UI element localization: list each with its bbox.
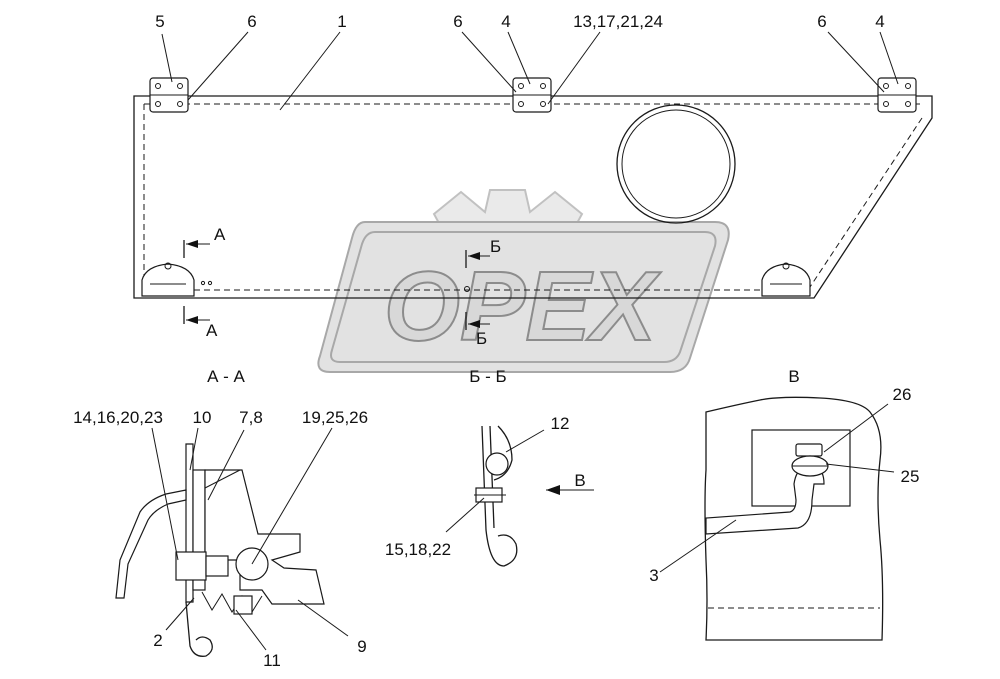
callout-labels: 5 6 1 6 4 13,17,21,24 6 4 A A Б Б А - А … <box>73 12 919 670</box>
view-title-v: В <box>788 367 799 386</box>
callout-19-25-26: 19,25,26 <box>302 408 368 427</box>
watermark-logo: OPEX <box>317 189 730 373</box>
callout-6-middle: 6 <box>453 12 462 31</box>
callout-12: 12 <box>551 414 570 433</box>
main-leaders <box>161 31 899 111</box>
section-mark-a-bottom: A <box>206 321 218 340</box>
view-arrow-label-v: В <box>574 471 585 490</box>
center-fastener <box>464 286 470 292</box>
callout-5: 5 <box>155 12 164 31</box>
callout-11: 11 <box>263 651 281 670</box>
callout-15-18-22: 15,18,22 <box>385 540 451 559</box>
hinge-right <box>877 77 917 113</box>
callout-6-right: 6 <box>817 12 826 31</box>
section-cut-b <box>465 250 490 330</box>
hinge-middle <box>512 77 552 113</box>
callout-4-middle: 4 <box>501 12 510 31</box>
main-view <box>133 31 933 330</box>
latch-right <box>761 262 811 297</box>
section-view-b-b <box>445 425 594 567</box>
panel-outline <box>133 95 933 299</box>
section-mark-b-bottom: Б <box>476 329 487 348</box>
view-title-b-b: Б - Б <box>469 367 506 386</box>
callout-7-8: 7,8 <box>239 408 263 427</box>
callout-1: 1 <box>337 12 346 31</box>
callout-4-right: 4 <box>875 12 884 31</box>
section-view-a-a <box>115 427 349 657</box>
round-opening <box>616 104 736 224</box>
callout-3: 3 <box>649 566 658 585</box>
callout-10: 10 <box>193 408 212 427</box>
hinge-left <box>149 77 189 113</box>
callout-25: 25 <box>901 467 920 486</box>
watermark-text: OPEX <box>384 251 662 361</box>
callout-9: 9 <box>357 637 366 656</box>
callout-13-17-21-24: 13,17,21,24 <box>573 12 663 31</box>
callout-26: 26 <box>893 385 912 404</box>
detail-view-v <box>659 396 895 641</box>
section-cut-a <box>183 240 210 324</box>
callout-2: 2 <box>153 631 162 650</box>
callout-14-16-20-23: 14,16,20,23 <box>73 408 163 427</box>
latch-left <box>141 262 213 297</box>
section-mark-b-top: Б <box>490 237 501 256</box>
callout-6-left: 6 <box>247 12 256 31</box>
section-mark-a-top: A <box>214 225 226 244</box>
view-title-a-a: А - А <box>207 367 245 386</box>
